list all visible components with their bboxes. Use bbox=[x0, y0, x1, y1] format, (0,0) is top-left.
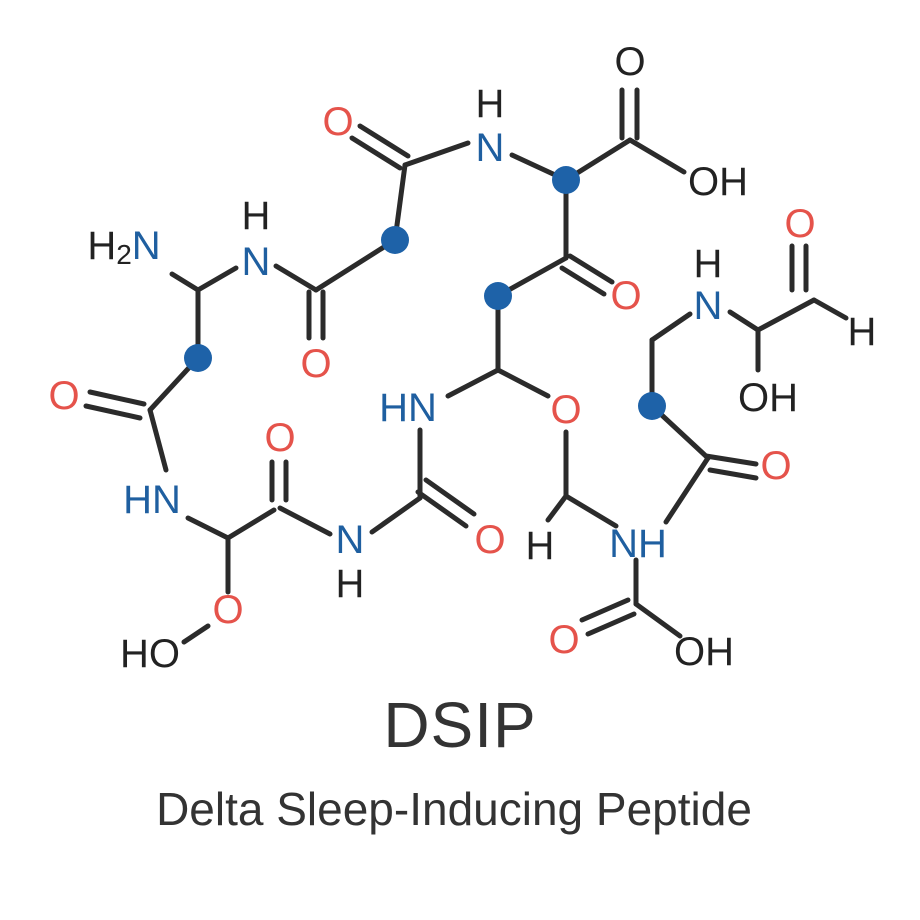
alpha-carbon-dot bbox=[381, 226, 409, 254]
atom-label-ring-oxygen: O bbox=[550, 388, 581, 432]
atom-label-amide-nitrogen: HN bbox=[123, 478, 181, 522]
molecule-subtitle: Delta Sleep-Inducing Peptide bbox=[156, 783, 752, 835]
atom-label-amide-nitrogen: HN bbox=[379, 386, 437, 430]
atom-label-hydroxyl: HO bbox=[120, 632, 180, 676]
atom-label-oxygen: O bbox=[48, 374, 79, 418]
atom-label-hydroxyl: OH bbox=[674, 630, 734, 674]
bond bbox=[402, 140, 471, 168]
alpha-carbon-dot bbox=[484, 282, 512, 310]
atom-label-hydrogen: H bbox=[526, 524, 555, 568]
atom-label-oxygen: O bbox=[212, 588, 243, 632]
bond bbox=[727, 309, 761, 333]
bond bbox=[811, 297, 849, 321]
atom-label-hydroxyl: OH bbox=[688, 160, 748, 204]
atom-label-oxygen: O bbox=[264, 416, 295, 460]
atom-label-oxygen: O bbox=[614, 40, 645, 84]
atom-label-oxygen: O bbox=[610, 274, 641, 318]
atom-label-nitrogen: N bbox=[336, 518, 365, 562]
bond bbox=[195, 265, 239, 293]
bond bbox=[181, 623, 211, 645]
atom-label-amine: H2N bbox=[87, 224, 160, 270]
atom-label-hydrogen: H bbox=[476, 82, 505, 126]
bond bbox=[423, 477, 477, 517]
bond bbox=[559, 265, 607, 297]
bond bbox=[225, 507, 277, 541]
atom-label-nitrogen: N bbox=[694, 284, 723, 328]
bond bbox=[579, 597, 631, 623]
atom-label-hydrogen: H bbox=[694, 242, 723, 286]
bond bbox=[585, 611, 637, 637]
atom-label-oxygen: O bbox=[784, 202, 815, 246]
bond bbox=[147, 407, 169, 473]
bond bbox=[663, 455, 711, 525]
atom-label-hydrogen: H bbox=[242, 194, 271, 238]
atom-label-layer: O H N O OH H2N H N O O H N O H OH O HN O… bbox=[48, 40, 876, 676]
bond bbox=[357, 123, 411, 159]
bond bbox=[495, 367, 551, 399]
alpha-carbon-layer bbox=[184, 166, 666, 420]
bond bbox=[703, 453, 759, 467]
alpha-carbon-dot bbox=[552, 166, 580, 194]
atom-label-oxygen: O bbox=[760, 444, 791, 488]
bond bbox=[369, 495, 423, 535]
bond bbox=[87, 389, 147, 407]
bond bbox=[185, 515, 231, 541]
atom-label-hydroxyl: OH bbox=[738, 376, 798, 420]
bond bbox=[277, 505, 333, 537]
bond bbox=[707, 467, 759, 481]
bond bbox=[313, 237, 398, 293]
atom-label-oxygen: O bbox=[548, 618, 579, 662]
bond bbox=[415, 489, 469, 529]
bond bbox=[649, 311, 693, 343]
bond bbox=[169, 271, 201, 293]
bond bbox=[83, 403, 143, 421]
bond bbox=[755, 297, 817, 333]
bond bbox=[349, 135, 403, 171]
bond bbox=[563, 493, 619, 529]
atom-label-hydrogen: H bbox=[848, 310, 877, 354]
atom-label-amide-nitrogen: NH bbox=[609, 522, 667, 566]
atom-label-oxygen: O bbox=[300, 342, 331, 386]
atom-label-hydrogen: H bbox=[336, 562, 365, 606]
atom-label-nitrogen: N bbox=[476, 126, 505, 170]
atom-label-nitrogen: N bbox=[242, 240, 271, 284]
bond bbox=[567, 253, 615, 285]
atom-label-oxygen: O bbox=[322, 100, 353, 144]
bond bbox=[445, 367, 501, 399]
alpha-carbon-dot bbox=[638, 392, 666, 420]
atom-label-oxygen: O bbox=[474, 518, 505, 562]
bond bbox=[627, 137, 687, 175]
bond bbox=[633, 601, 683, 639]
bond bbox=[545, 493, 569, 523]
alpha-carbon-dot bbox=[184, 344, 212, 372]
bond bbox=[273, 263, 319, 293]
molecule-title: DSIP bbox=[383, 689, 537, 761]
